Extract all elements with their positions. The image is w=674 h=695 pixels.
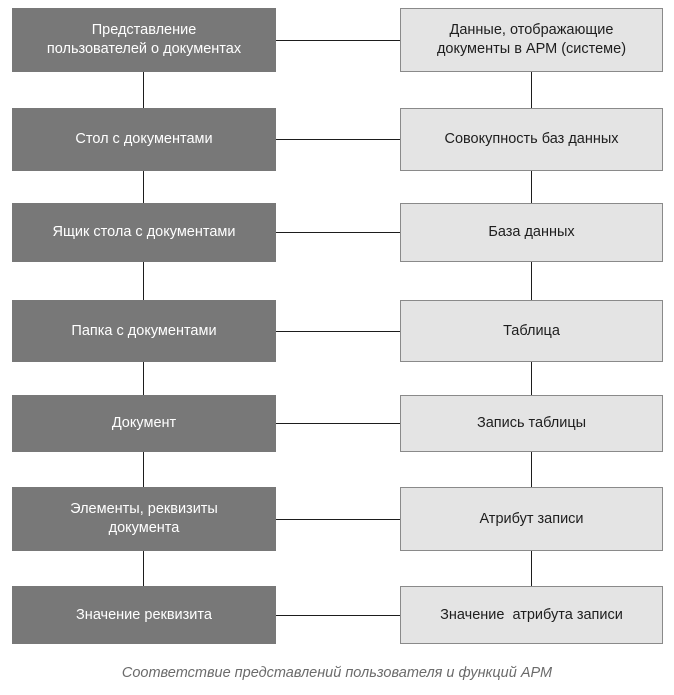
diagram-caption: Соответствие представлений пользователя …: [121, 665, 553, 681]
pair-connector-row-6: [276, 519, 400, 520]
left-chain-connector-1-2: [143, 72, 144, 108]
node-arm-function-1[interactable]: Данные, отображающие документы в АРМ (си…: [400, 8, 663, 72]
left-chain-connector-3-4: [143, 262, 144, 300]
pair-connector-row-2: [276, 139, 400, 140]
node-arm-function-3[interactable]: База данных: [400, 203, 663, 262]
left-chain-connector-4-5: [143, 362, 144, 395]
node-arm-function-5[interactable]: Запись таблицы: [400, 395, 663, 452]
node-arm-function-2[interactable]: Совокупность баз данных: [400, 108, 663, 171]
node-user-view-6[interactable]: Элементы, реквизиты документа: [12, 487, 276, 551]
pair-connector-row-1: [276, 40, 400, 41]
right-chain-connector-2-3: [531, 171, 532, 203]
node-arm-function-6[interactable]: Атрибут записи: [400, 487, 663, 551]
pair-connector-row-3: [276, 232, 400, 233]
node-arm-function-7[interactable]: Значение атрибута записи: [400, 586, 663, 644]
left-chain-connector-2-3: [143, 171, 144, 203]
pair-connector-row-5: [276, 423, 400, 424]
left-chain-connector-6-7: [143, 551, 144, 586]
right-chain-connector-4-5: [531, 362, 532, 395]
node-user-view-7[interactable]: Значение реквизита: [12, 586, 276, 644]
right-chain-connector-5-6: [531, 452, 532, 487]
node-user-view-2[interactable]: Стол с документами: [12, 108, 276, 171]
right-chain-connector-1-2: [531, 72, 532, 108]
right-chain-connector-3-4: [531, 262, 532, 300]
right-chain-connector-6-7: [531, 551, 532, 586]
left-chain-connector-5-6: [143, 452, 144, 487]
node-user-view-3[interactable]: Ящик стола с документами: [12, 203, 276, 262]
pair-connector-row-4: [276, 331, 400, 332]
pair-connector-row-7: [276, 615, 400, 616]
node-arm-function-4[interactable]: Таблица: [400, 300, 663, 362]
node-user-view-5[interactable]: Документ: [12, 395, 276, 452]
node-user-view-4[interactable]: Папка с документами: [12, 300, 276, 362]
node-user-view-1[interactable]: Представление пользователей о документах: [12, 8, 276, 72]
